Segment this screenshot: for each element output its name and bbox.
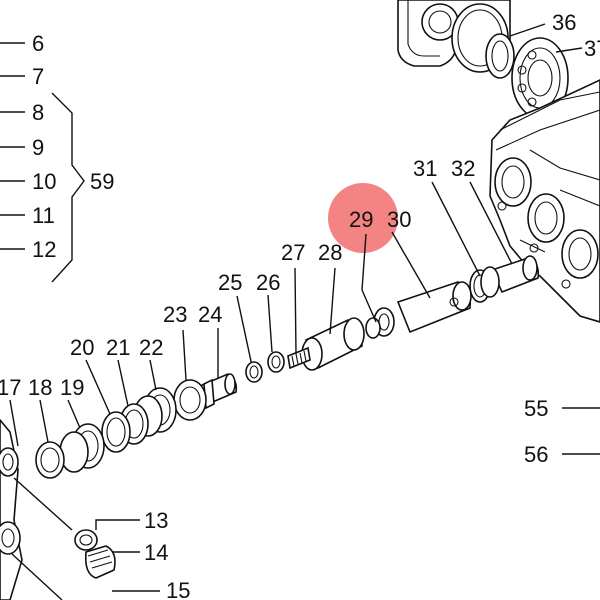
label-25: 25: [218, 270, 242, 295]
label-31: 31: [413, 156, 437, 181]
callout-labels: 6 7 8 9 10 11 12 59 36 37 31 32 29 30 27…: [0, 10, 600, 600]
housing-top: [397, 0, 583, 119]
label-20: 20: [70, 335, 94, 360]
label-37: 37: [584, 36, 600, 61]
label-24: 24: [198, 302, 222, 327]
label-18: 18: [28, 375, 52, 400]
packing-18-19: [9, 399, 105, 479]
label-27: 27: [281, 240, 305, 265]
label-28: 28: [318, 240, 342, 265]
plug-13-14: [74, 519, 160, 592]
label-26: 26: [256, 270, 280, 295]
label-56: 56: [524, 442, 548, 467]
label-21: 21: [106, 335, 130, 360]
small-rings: [245, 351, 285, 383]
fitting-24: [198, 328, 238, 410]
label-36: 36: [552, 10, 576, 35]
label-30: 30: [387, 207, 411, 232]
seal-23: [173, 329, 207, 421]
label-10: 10: [32, 169, 56, 194]
label-9: 9: [32, 135, 44, 160]
label-29: 29: [349, 207, 373, 232]
left-leaders: [0, 42, 85, 283]
highlight-marker[interactable]: [328, 183, 398, 253]
label-32: 32: [451, 156, 475, 181]
label-15: 15: [166, 578, 190, 600]
label-14: 14: [144, 540, 168, 565]
rings-20-22: [85, 359, 177, 453]
label-22: 22: [139, 335, 163, 360]
label-13: 13: [144, 508, 168, 533]
label-59: 59: [90, 169, 114, 194]
label-19: 19: [60, 375, 84, 400]
manifold-bottom-left: [0, 418, 73, 600]
piston-assembly: [287, 255, 540, 371]
label-11: 11: [32, 203, 55, 228]
label-7: 7: [32, 64, 44, 89]
label-12: 12: [32, 237, 56, 262]
piston-leaders: [236, 181, 513, 367]
label-23: 23: [163, 302, 187, 327]
label-55: 55: [524, 396, 548, 421]
label-17: 17: [0, 375, 21, 400]
crankcase-body: [489, 79, 600, 323]
label-8: 8: [32, 100, 44, 125]
label-6: 6: [32, 31, 44, 56]
